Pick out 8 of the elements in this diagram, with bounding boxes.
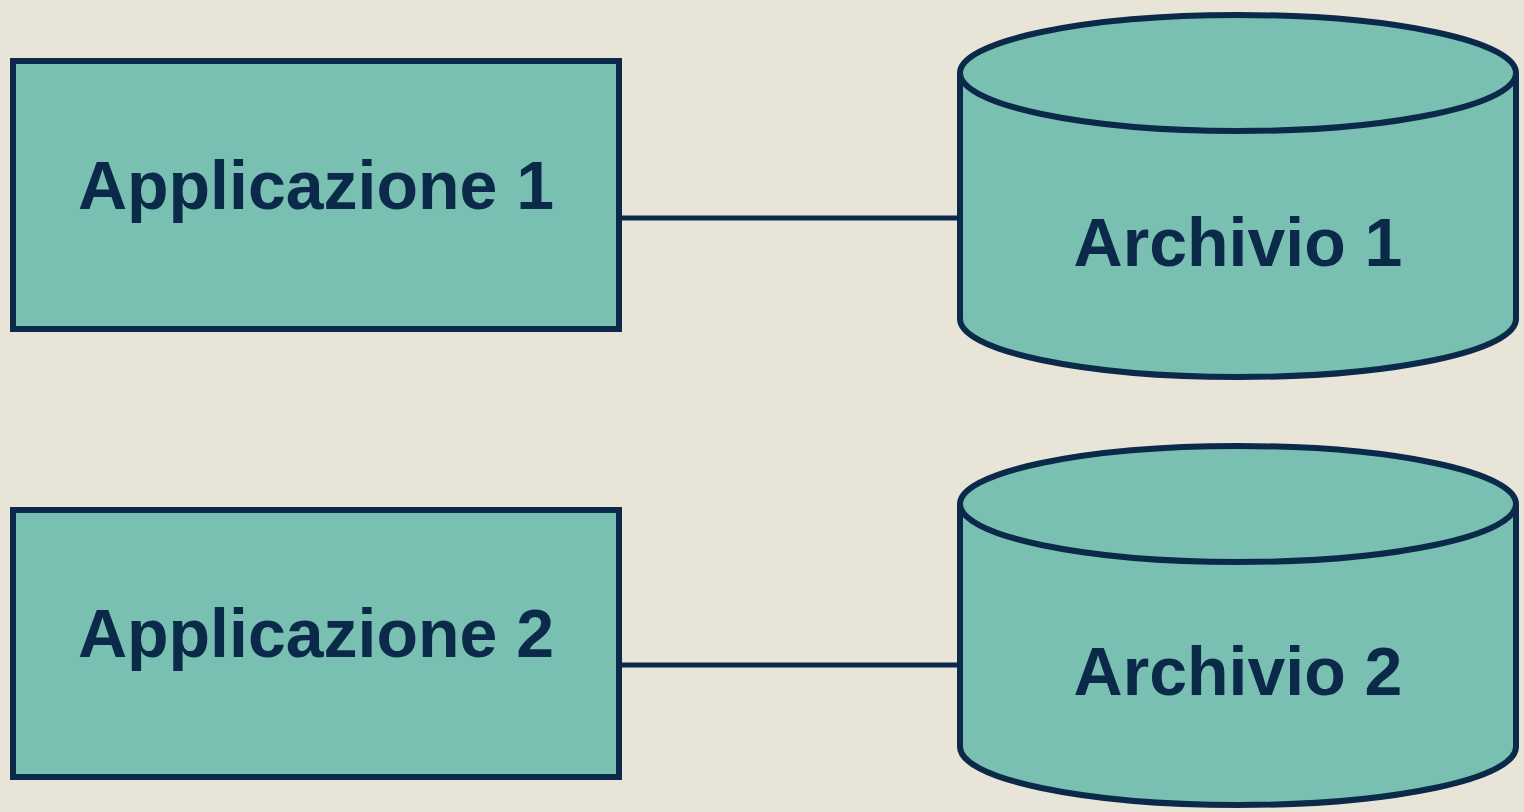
node-label: Applicazione 1 <box>77 147 555 223</box>
node-label: Archivio 1 <box>1073 204 1403 280</box>
node-label: Archivio 2 <box>1073 634 1403 709</box>
connector-line <box>622 662 957 668</box>
connector-line <box>622 215 957 221</box>
process-box <box>10 507 622 780</box>
node-label: Applicazione 2 <box>77 596 555 671</box>
process-box <box>10 58 622 332</box>
